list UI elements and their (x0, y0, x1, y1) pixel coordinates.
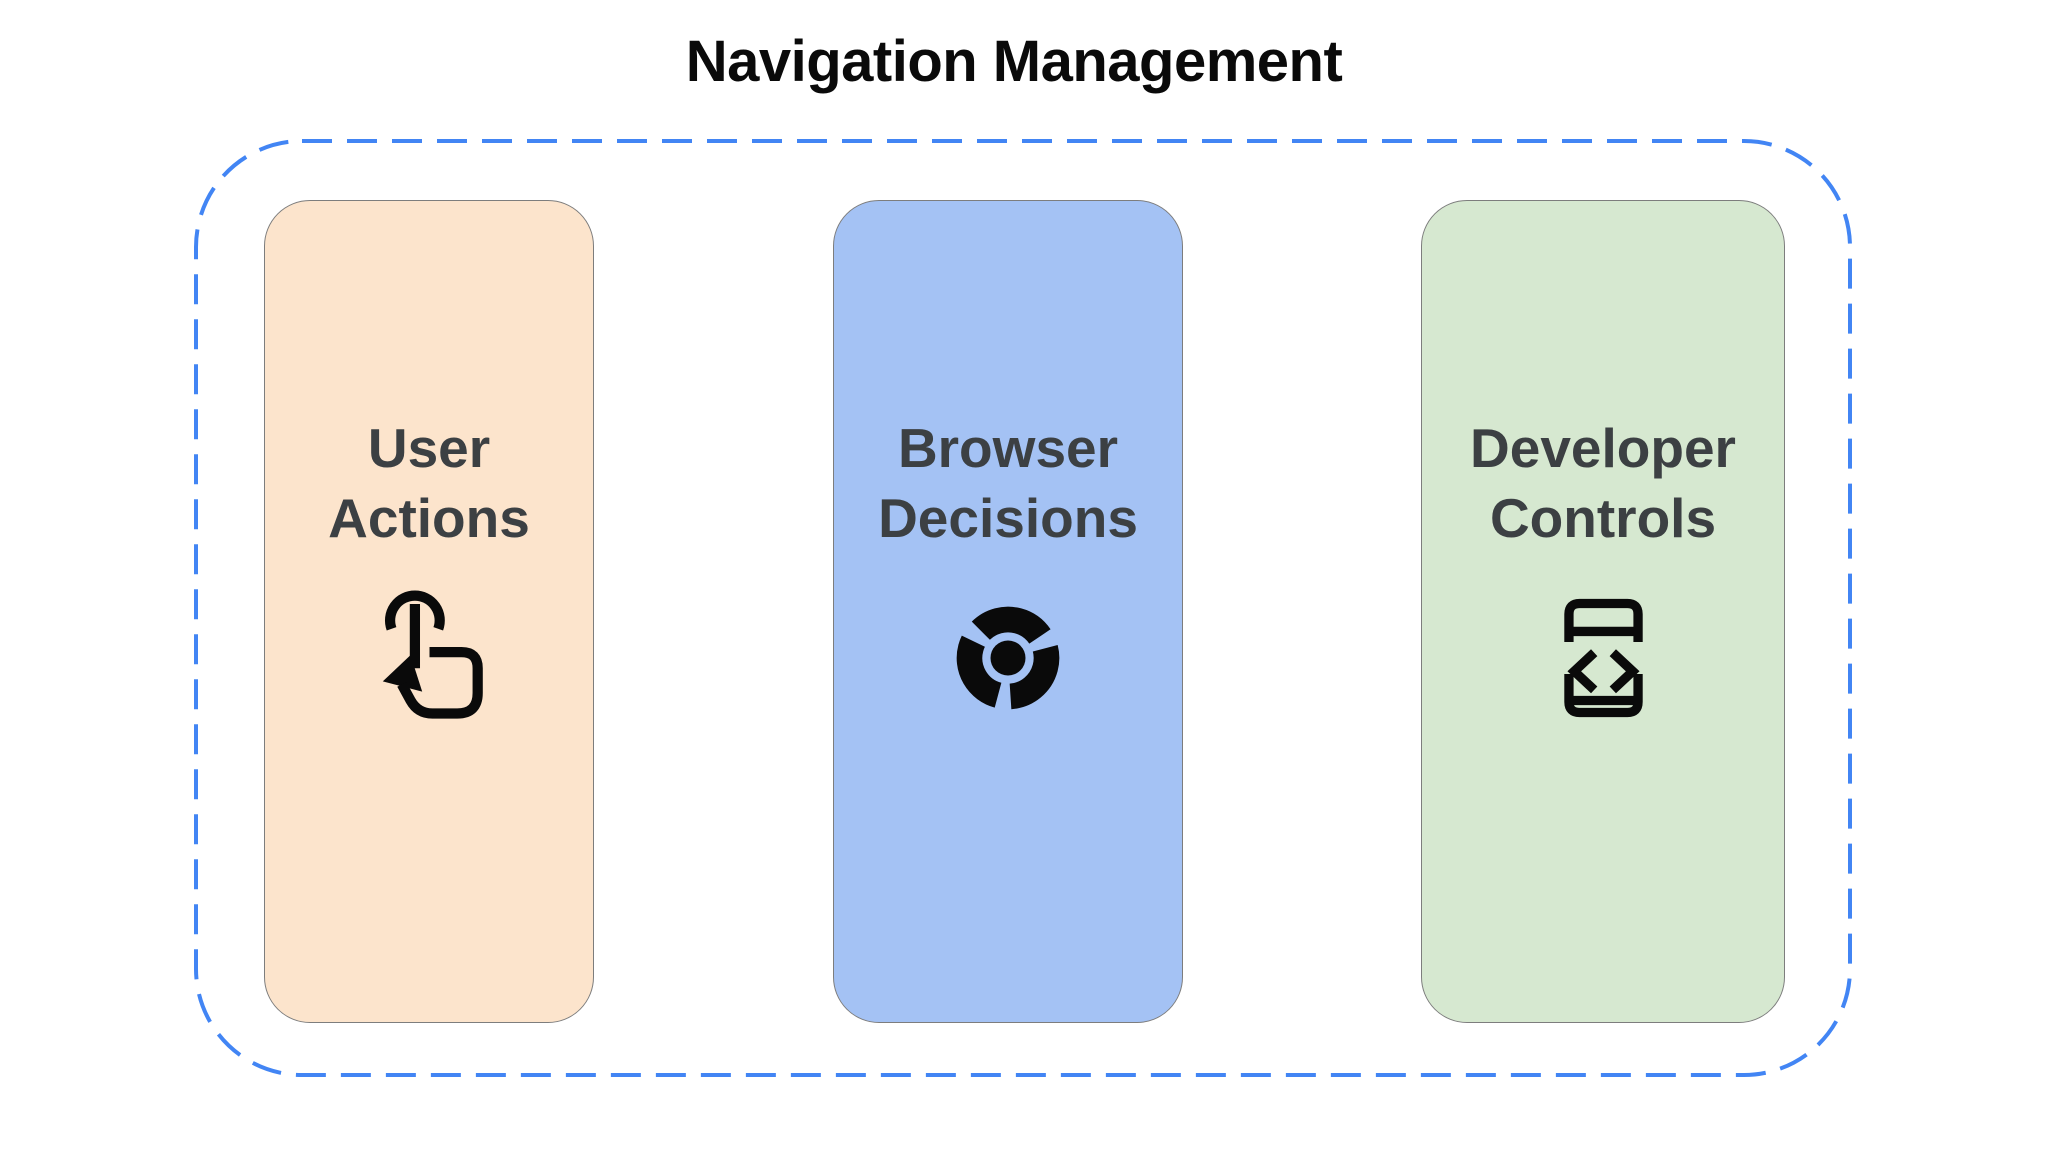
card-user-actions: User Actions (264, 200, 594, 1023)
card-browser-decisions: Browser Decisions (833, 200, 1183, 1023)
dashed-container-border (194, 139, 1852, 1077)
card-developer-controls: Developer Controls (1421, 200, 1785, 1023)
card-browser-decisions-label: Browser Decisions (878, 417, 1138, 549)
card-user-actions-label: User Actions (328, 417, 530, 549)
card-developer-controls-label: Developer Controls (1470, 417, 1736, 549)
touch-gesture-icon (365, 585, 494, 731)
developer-mode-icon (1553, 585, 1654, 731)
diagram-title: Navigation Management (685, 29, 1343, 94)
chrome-browser-icon (952, 585, 1064, 731)
